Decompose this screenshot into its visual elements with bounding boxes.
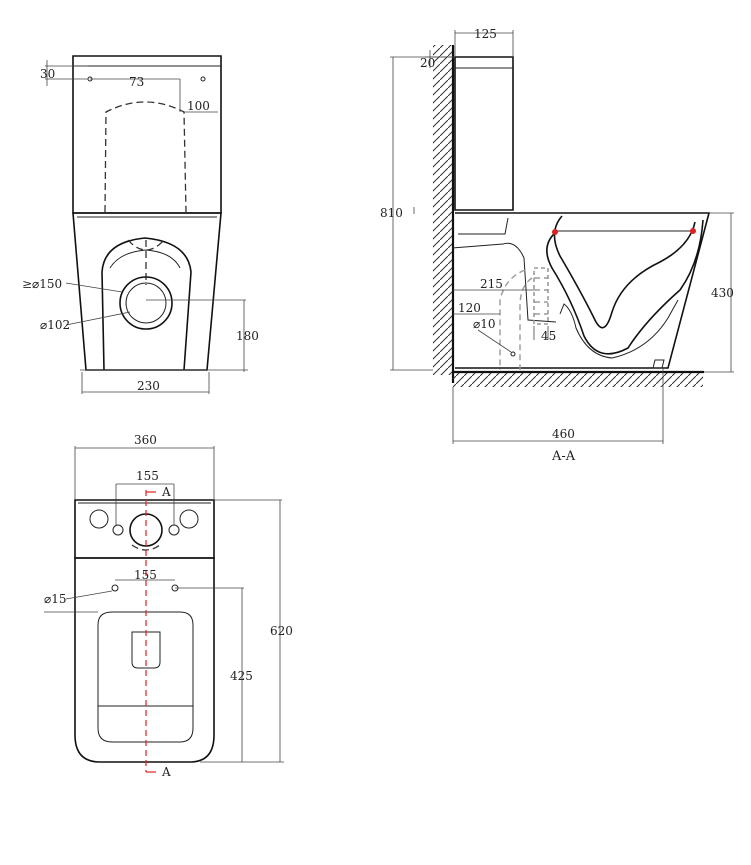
dim-d15: ⌀15 <box>44 592 67 606</box>
side-trap-outer <box>546 219 704 355</box>
dim-460: 460 <box>552 427 575 441</box>
side-bowl-outline <box>455 212 711 369</box>
front-bowl-outline <box>72 212 222 371</box>
front-outlet-102 <box>125 282 167 324</box>
dim-215: 215 <box>480 277 503 291</box>
top-seat-opening <box>97 611 194 743</box>
front-tank-outline <box>72 55 222 214</box>
dim-d150: ≥⌀150 <box>22 277 62 291</box>
section-title: A-A <box>551 449 576 464</box>
dim-73: 73 <box>129 75 144 89</box>
top-tank-hole-left <box>89 509 109 529</box>
dim-155-bowl: 155 <box>134 568 157 582</box>
dim-360: 360 <box>134 433 157 447</box>
dim-45: 45 <box>541 329 556 343</box>
side-section: 125 20 810 430 215 120 ⌀10 45 460 <box>380 27 734 464</box>
dim-d10: ⌀10 <box>473 317 496 331</box>
section-mark-bottom: A <box>161 765 171 779</box>
front-hidden-cistern <box>104 101 187 213</box>
side-tank-outline <box>454 56 514 211</box>
front-pedestal <box>101 237 192 371</box>
dim-810: 810 <box>380 206 403 220</box>
dim-30: 30 <box>40 67 55 81</box>
dim-120: 120 <box>458 301 481 315</box>
section-mark-top: A <box>161 485 171 499</box>
dim-20: 20 <box>420 56 435 70</box>
front-outlet-150 <box>119 276 173 330</box>
side-hidden-outlet <box>499 269 526 370</box>
dim-430: 430 <box>711 286 734 300</box>
floor-hatch <box>453 373 703 387</box>
side-trap-inner <box>553 215 696 329</box>
red-seal-left <box>552 229 558 235</box>
dim-100: 100 <box>187 99 210 113</box>
dim-155-tank: 155 <box>136 469 159 483</box>
dim-125: 125 <box>474 27 497 41</box>
dim-d102: ⌀102 <box>40 318 70 332</box>
dim-620: 620 <box>270 624 293 638</box>
red-seal-right <box>690 228 696 234</box>
dim-180: 180 <box>236 329 259 343</box>
dim-425: 425 <box>230 669 253 683</box>
front-view: 30 73 100 ≥⌀150 ⌀102 180 230 <box>22 55 259 394</box>
top-tank-hole-right <box>179 509 199 529</box>
dim-230: 230 <box>137 379 160 393</box>
top-bowl-outline <box>74 557 215 763</box>
wall-hatch <box>433 45 453 375</box>
top-view: A A 360 155 155 ⌀15 425 620 <box>44 433 293 779</box>
